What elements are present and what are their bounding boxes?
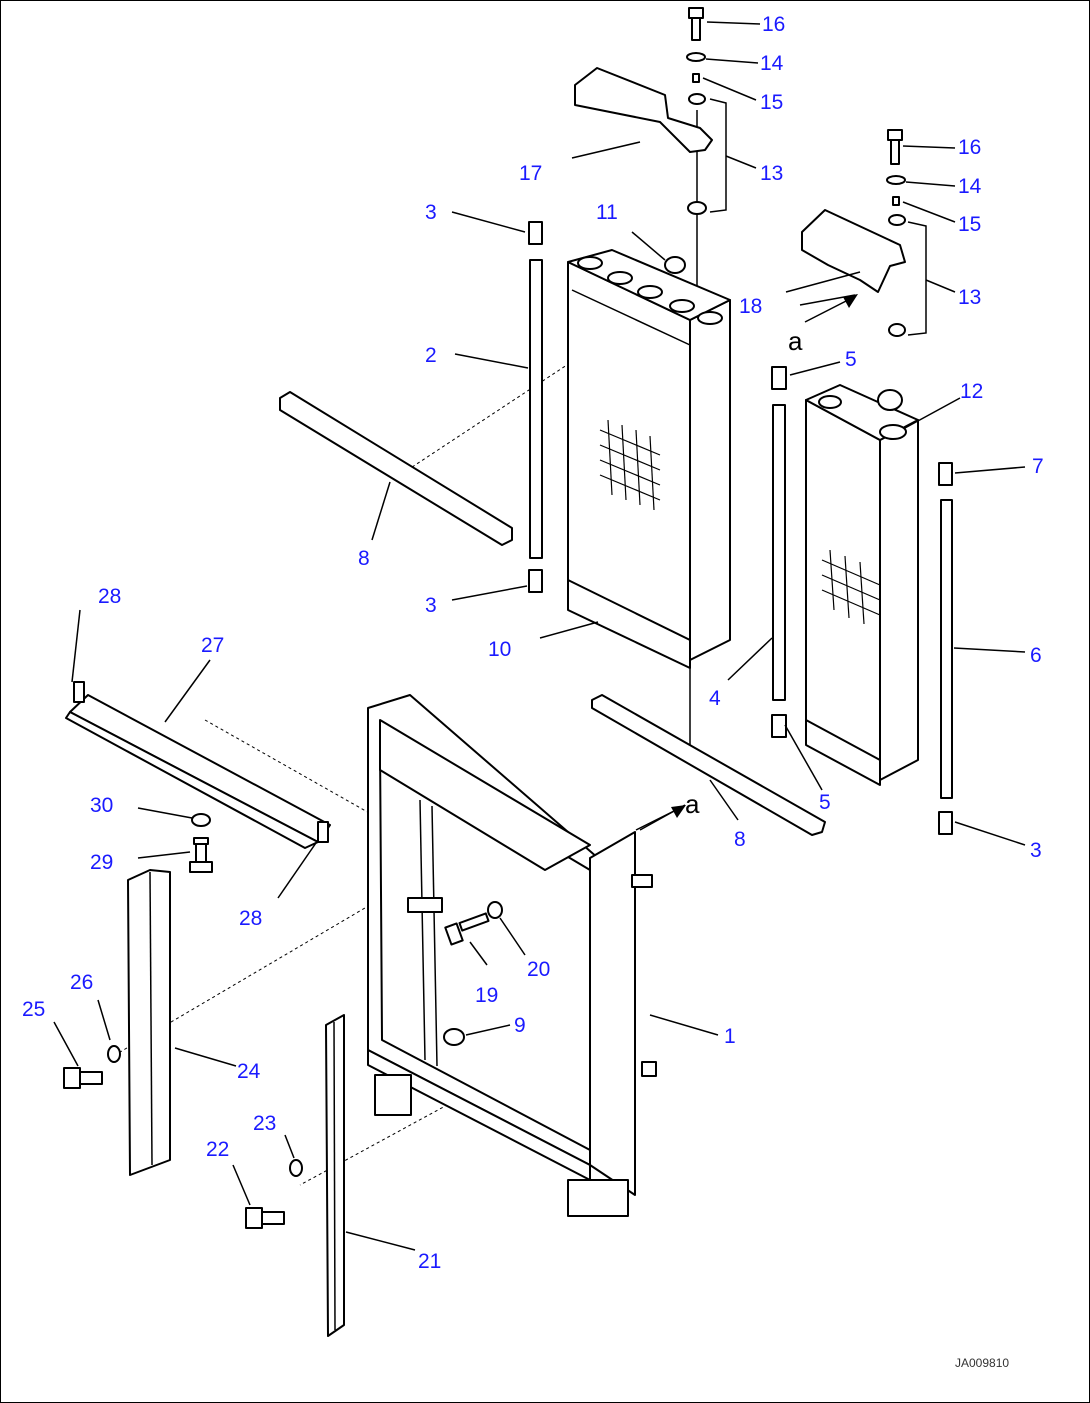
callout-18: 18 <box>739 295 762 318</box>
callout-numbers: 16 14 15 13 17 3 11 16 14 15 13 18 2 5 1… <box>22 13 1044 1273</box>
drawing-code: JA009810 <box>955 1356 1009 1370</box>
core-mesh <box>599 419 661 511</box>
callout-14: 14 <box>760 52 784 75</box>
strip-2 <box>529 259 543 559</box>
callout-15b: 15 <box>958 213 981 236</box>
frame-clip <box>407 897 443 913</box>
arrow-a-upper: a <box>788 294 858 356</box>
svg-text:a: a <box>685 789 700 819</box>
bar-27 <box>65 681 331 849</box>
mount-bolt-stack-left <box>686 7 727 215</box>
cushion-lower <box>687 201 707 215</box>
clip-28-right <box>317 821 329 843</box>
washer <box>686 52 706 62</box>
radiator-core <box>567 249 731 669</box>
bar-8-left <box>279 391 513 546</box>
seal-5-top <box>771 366 787 390</box>
bolt-19 <box>444 912 490 946</box>
frame-foot-right <box>567 1179 629 1217</box>
callout-3b: 3 <box>425 594 437 617</box>
bolt-head <box>688 7 704 19</box>
callout-7: 7 <box>1032 455 1044 478</box>
callout-24: 24 <box>237 1060 261 1083</box>
callout-1: 1 <box>724 1025 736 1048</box>
washer-30 <box>191 813 211 827</box>
callout-4: 4 <box>709 687 721 710</box>
seal-5-bottom <box>771 714 787 738</box>
callout-19: 19 <box>475 984 498 1007</box>
callout-3: 3 <box>425 201 437 224</box>
leader-lines <box>53 21 1026 1251</box>
callout-10: 10 <box>488 638 511 661</box>
callout-21: 21 <box>418 1250 441 1273</box>
bar-8-right <box>591 694 826 836</box>
strip-4 <box>772 404 786 701</box>
frame-tab <box>631 874 653 888</box>
cooler-mesh <box>821 549 881 625</box>
callout-5: 5 <box>845 348 857 371</box>
callout-16: 16 <box>762 13 785 36</box>
seal-3-bottom <box>528 569 543 593</box>
callout-14b: 14 <box>958 175 982 198</box>
pin <box>692 73 700 83</box>
bracket-17 <box>574 67 713 153</box>
clip-28-left <box>73 681 85 703</box>
frame-foot-left <box>374 1074 412 1116</box>
callout-16b: 16 <box>958 136 981 159</box>
callout-13b: 13 <box>958 286 981 309</box>
callout-11: 11 <box>596 201 618 224</box>
bolt-25 <box>63 1067 103 1089</box>
callout-9: 9 <box>514 1014 526 1037</box>
callout-8: 8 <box>358 547 370 570</box>
arrow-a-lower: a <box>635 789 700 831</box>
cushion-upper <box>688 93 706 105</box>
nut-9 <box>443 1028 465 1046</box>
callout-13: 13 <box>760 162 783 185</box>
callout-25: 25 <box>22 998 45 1021</box>
callout-29: 29 <box>90 851 113 874</box>
callout-3c: 3 <box>1030 839 1042 862</box>
bolt-shank <box>691 17 701 41</box>
bolt-29 <box>189 837 213 873</box>
callout-30: 30 <box>90 794 113 817</box>
strip-6 <box>940 499 953 799</box>
cover-24 <box>127 869 171 1176</box>
bolt-22 <box>245 1207 285 1229</box>
mount-bolt-stack-right <box>886 129 927 337</box>
callout-26: 26 <box>70 971 93 994</box>
callout-8b: 8 <box>734 828 746 851</box>
seal-7 <box>938 462 953 486</box>
bracket-18 <box>801 209 906 293</box>
callout-2: 2 <box>425 344 437 367</box>
callout-6: 6 <box>1030 644 1042 667</box>
callout-15: 15 <box>760 91 783 114</box>
washer-26 <box>107 1045 121 1063</box>
callout-5b: 5 <box>819 791 831 814</box>
callout-17: 17 <box>519 162 542 185</box>
callout-27: 27 <box>201 634 224 657</box>
washer-23 <box>289 1159 303 1177</box>
svg-text:a: a <box>788 326 803 356</box>
radiator-frame <box>367 694 657 1217</box>
callout-28b: 28 <box>239 907 262 930</box>
frame-tab-lower <box>641 1061 657 1077</box>
callout-20: 20 <box>527 958 550 981</box>
callout-22: 22 <box>206 1138 229 1161</box>
seal-3-top <box>528 221 543 245</box>
seal-3-right <box>938 811 953 835</box>
oil-cooler <box>805 384 919 786</box>
callout-12: 12 <box>960 380 983 403</box>
callout-28: 28 <box>98 585 121 608</box>
callout-23: 23 <box>253 1112 276 1135</box>
cap-11 <box>664 256 686 274</box>
washer-20 <box>487 901 503 919</box>
